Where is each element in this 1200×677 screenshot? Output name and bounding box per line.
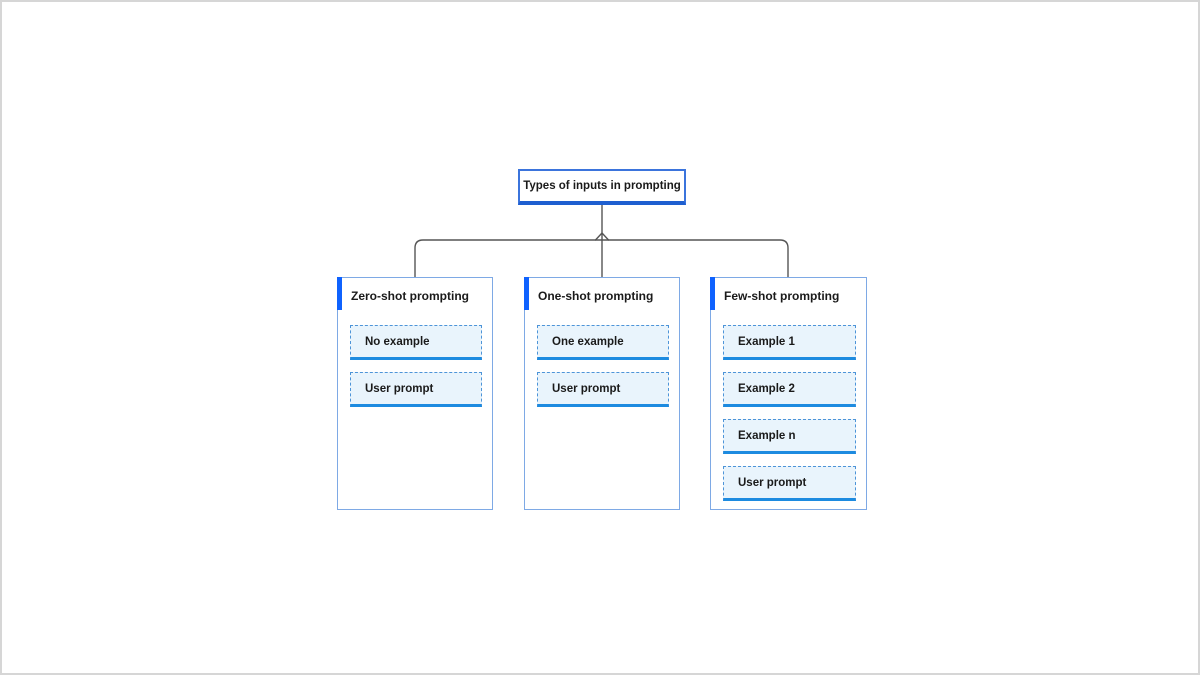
connector-branch-rail bbox=[414, 239, 789, 278]
connector-junction-caret bbox=[594, 232, 610, 241]
item-box: User prompt bbox=[723, 466, 856, 501]
item-label: User prompt bbox=[365, 382, 434, 395]
item-label: No example bbox=[365, 335, 430, 348]
item-box: One example bbox=[537, 325, 669, 360]
branch-accent-bar bbox=[709, 276, 715, 310]
branch-title: Few-shot prompting bbox=[724, 289, 840, 303]
branch-accent-bar bbox=[523, 276, 529, 310]
branch-title: One-shot prompting bbox=[538, 289, 654, 303]
item-box: Example 2 bbox=[723, 372, 856, 407]
item-label: User prompt bbox=[552, 382, 621, 395]
item-label: One example bbox=[552, 335, 624, 348]
branch-items: Example 1 Example 2 Example n User prompt bbox=[723, 325, 856, 513]
item-label: Example 1 bbox=[738, 335, 795, 348]
item-box: User prompt bbox=[350, 372, 482, 407]
item-box: Example 1 bbox=[723, 325, 856, 360]
item-box: User prompt bbox=[537, 372, 669, 407]
item-label: Example 2 bbox=[738, 382, 795, 395]
branch-accent-bar bbox=[336, 276, 342, 310]
item-label: User prompt bbox=[738, 476, 807, 489]
item-label: Example n bbox=[738, 429, 796, 442]
branch-title: Zero-shot prompting bbox=[351, 289, 469, 303]
root-node: Types of inputs in prompting bbox=[518, 169, 686, 205]
root-node-label: Types of inputs in prompting bbox=[523, 180, 681, 192]
item-box: No example bbox=[350, 325, 482, 360]
item-box: Example n bbox=[723, 419, 856, 454]
